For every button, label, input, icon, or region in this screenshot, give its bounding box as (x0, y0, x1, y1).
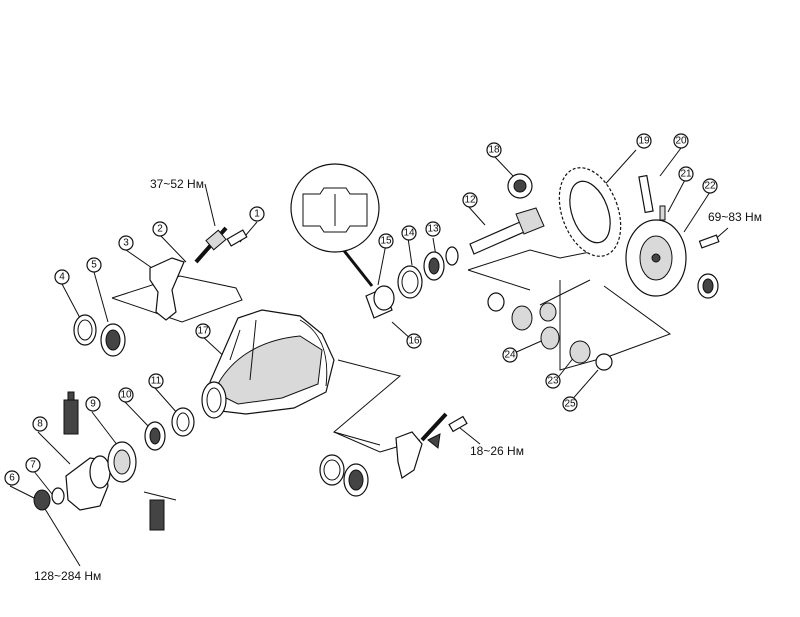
bearing-cap-assembly-right (319, 412, 468, 497)
callout-11: 11 (148, 373, 164, 389)
svg-text:7: 7 (30, 460, 36, 471)
svg-text:12: 12 (464, 195, 476, 206)
pinion-flange-assembly (33, 391, 195, 531)
callout-14: 14 (401, 225, 417, 241)
torque-label-18-26: 18~26 Нм (470, 444, 524, 458)
callout-3: 3 (118, 235, 134, 251)
callout-21: 21 (678, 166, 694, 182)
callout-15: 15 (378, 233, 394, 249)
callout-12: 12 (462, 192, 478, 208)
callout-13: 13 (425, 221, 441, 237)
svg-text:8: 8 (37, 419, 43, 430)
torque-label-69-83: 69~83 Нм (708, 210, 762, 224)
carrier-housing (201, 309, 335, 419)
callout-24: 24 (502, 347, 518, 363)
svg-text:5: 5 (91, 260, 97, 271)
svg-text:13: 13 (427, 224, 439, 235)
svg-text:20: 20 (675, 136, 687, 147)
callout-16: 16 (406, 333, 422, 349)
svg-text:15: 15 (380, 236, 392, 247)
callout-1: 1 (249, 206, 265, 222)
side-gear-set (487, 292, 613, 371)
torque-label-128-284: 128~284 Нм (34, 569, 101, 583)
callout-4: 4 (54, 269, 70, 285)
callout-2: 2 (152, 221, 168, 237)
svg-text:10: 10 (120, 390, 132, 401)
svg-text:19: 19 (638, 136, 650, 147)
callout-17: 17 (195, 323, 211, 339)
callout-22: 22 (702, 178, 718, 194)
svg-text:24: 24 (504, 350, 516, 361)
bearing-cap-assembly-left (73, 226, 248, 357)
svg-text:17: 17 (197, 326, 209, 337)
callout-6: 6 (4, 470, 20, 486)
svg-text:22: 22 (704, 181, 716, 192)
svg-text:6: 6 (9, 473, 15, 484)
svg-text:14: 14 (403, 228, 415, 239)
svg-text:3: 3 (123, 238, 129, 249)
callout-19: 19 (636, 133, 652, 149)
svg-text:4: 4 (59, 272, 65, 283)
svg-text:1: 1 (254, 209, 260, 220)
svg-text:11: 11 (151, 376, 162, 387)
callout-5: 5 (86, 257, 102, 273)
svg-text:25: 25 (564, 399, 576, 410)
callout-9: 9 (85, 396, 101, 412)
svg-text:18: 18 (488, 145, 500, 156)
svg-text:21: 21 (680, 169, 692, 180)
ring-gear-case-assembly (558, 167, 720, 299)
svg-text:16: 16 (408, 336, 420, 347)
callout-7: 7 (25, 457, 41, 473)
callout-8: 8 (32, 416, 48, 432)
callout-10: 10 (118, 387, 134, 403)
callout-23: 23 (545, 373, 561, 389)
svg-text:23: 23 (547, 376, 559, 387)
callout-20: 20 (673, 133, 689, 149)
svg-text:2: 2 (157, 224, 163, 235)
svg-text:9: 9 (90, 399, 96, 410)
torque-label-37-52: 37~52 Нм (150, 177, 204, 191)
drive-pinion-assembly (365, 173, 545, 319)
callout-25: 25 (562, 396, 578, 412)
detail-magnifier (290, 163, 380, 253)
callout-18: 18 (486, 142, 502, 158)
